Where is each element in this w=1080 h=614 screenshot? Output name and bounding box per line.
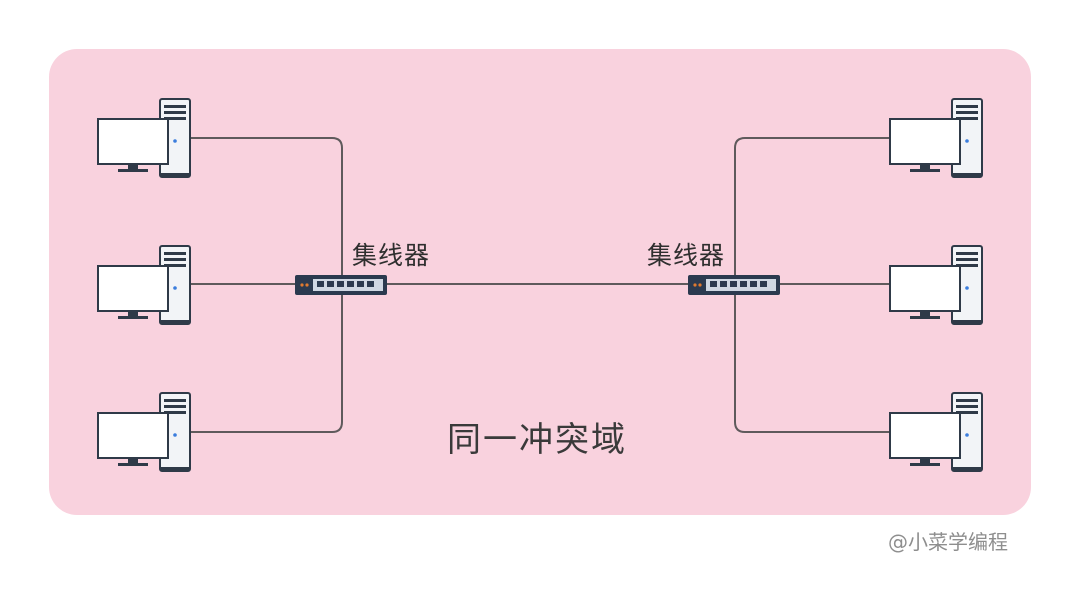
hub-label-left: 集线器 xyxy=(352,241,431,270)
hub-label-right: 集线器 xyxy=(647,241,726,270)
collision-domain-area xyxy=(49,49,1031,515)
watermark: @小菜学编程 xyxy=(888,530,1008,554)
cable-left-top xyxy=(190,137,343,284)
cables xyxy=(190,137,890,433)
hub-icon xyxy=(295,275,387,295)
cable-left-bottom xyxy=(190,284,343,433)
hub-icon xyxy=(688,275,780,295)
collision-domain-label: 同一冲突域 xyxy=(447,420,627,460)
cable-right-bottom xyxy=(734,284,890,433)
cable-right-top xyxy=(734,137,890,284)
